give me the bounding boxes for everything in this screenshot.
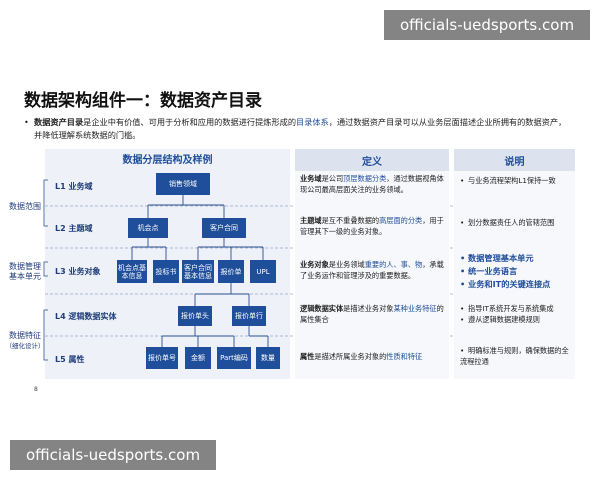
definition-row-business-domain: 业务域是公司顶层数据分类，通过数据视角体现公司最高层面关注的业务领域。 [300,174,446,195]
side-label-feature: 数据特征 （细化设计） [2,331,48,351]
def-term: 业务域 [300,174,322,183]
def-highlight: 顶层数据分类 [343,174,387,183]
note-text: 数据管理基本单元 [468,253,534,263]
def-text: 是公司 [321,174,344,183]
node-opportunity-basic-info: 机会点基本信息 [117,260,147,283]
bullet-text-1: 是企业中有价值、可用于分析和应用的数据进行提炼形成的 [83,117,297,127]
slide-title: 数据架构组件一：数据资产目录 [24,91,262,111]
def-highlight: 高层面的分类 [379,216,423,225]
def-term: 主题域 [300,216,322,225]
side-label-mgmt-line1: 数据管理 [9,262,41,271]
definition-row-logical-entity: 逻辑数据实体是描述业务对象某种业务特征的属性集合 [300,304,446,325]
header-description: 说明 [454,149,575,171]
note-text: 划分数据责任人的管辖范围 [468,218,555,227]
side-label-mgmt: 数据管理 基本单元 [4,262,46,282]
watermark-top: officials-uedsports.com [384,10,590,40]
def-highlight: 某种业务特征 [393,304,437,313]
note-dot: • [460,266,466,276]
note-text: 指导IT系统开发与系统集成 [468,304,554,313]
definition-column-bg [295,171,449,379]
level-label-l1: L1 业务域 [55,182,93,191]
bullet-text-2: ，通过数据资产目录可以从业务层面描述企业所拥有的数据资产，并降低理解系统数据的门… [34,117,567,140]
note-text: 统一业务语言 [468,266,518,276]
note-item: •数据管理基本单元 [460,252,574,265]
note-text: 明确标准与规则，确保数据的全流程拉通 [460,346,569,366]
def-highlight: 性质和特征 [386,352,423,361]
node-amount: 金额 [185,347,211,369]
node-sales-domain: 销售领域 [156,173,210,195]
description-row-business-object: •数据管理基本单元 •统一业务语言 •业务和IT的关键连接点 [460,252,574,291]
bullet-dot: • [24,117,29,127]
bullet-term: 数据资产目录 [34,117,84,127]
description-row-attribute: •明确标准与规则，确保数据的全流程拉通 [460,346,572,367]
definition-row-subject-domain: 主题域是互不重叠数据的高层面的分类，用于管理其下一级的业务对象。 [300,216,446,237]
note-dot: • [460,253,466,263]
def-term: 业务对象 [300,260,329,269]
definition-row-business-object: 业务对象是业务领域重要的人、事、物，承载了业务运作和管理涉及的重要数据。 [300,260,446,281]
side-label-mgmt-line2: 基本单元 [9,272,41,281]
description-row-subject-domain: •划分数据责任人的管辖范围 [460,218,570,229]
level-label-l4: L4 逻辑数据实体 [55,312,117,321]
def-text: 是描述所属业务对象的 [314,352,387,361]
description-column-bg [454,171,575,379]
description-row-business-domain: •与业务流程架构L1保持一致 [460,176,570,187]
side-label-feature-line1: 数据特征 [9,331,41,340]
bullet-highlight: 目录体系 [296,117,329,127]
node-opportunity: 机会点 [128,218,168,238]
note-dot: • [460,218,465,227]
side-label-scope: 数据范围 [9,202,41,211]
level-label-l3: L3 业务对象 [55,267,101,276]
def-text: ，用于管理其下一级的业务对象。 [300,216,444,236]
note-text: 遵从逻辑数据建模规则 [468,314,540,324]
def-term: 属性 [300,352,315,361]
note-item: •业务和IT的关键连接点 [460,278,574,291]
node-upl: UPL [250,260,276,283]
level-label-l2: L2 主题域 [55,224,93,233]
definition-row-attribute: 属性是描述所属业务对象的性质和特征 [300,352,450,363]
note-item: •指导IT系统开发与系统集成 [460,304,572,315]
node-quotation: 报价单 [218,260,244,283]
node-part-code: Part编码 [217,347,251,369]
note-item: •统一业务语言 [460,265,574,278]
side-label-feature-line2: （细化设计） [5,342,45,350]
node-quotation-header: 报价单头 [178,306,212,326]
page-number: 8 [34,386,38,393]
def-text: 的属性集合 [300,304,444,324]
def-text: 是互不重叠数据的 [321,216,380,225]
note-text: 与业务流程架构L1保持一致 [468,176,556,185]
description-row-logical-entity: •指导IT系统开发与系统集成 •遵从逻辑数据建模规则 [460,304,572,325]
note-dot: • [460,279,466,289]
note-dot: • [460,176,465,185]
intro-bullet: • 数据资产目录是企业中有价值、可用于分析和应用的数据进行提炼形成的目录体系，通… [24,116,574,141]
def-term: 逻辑数据实体 [300,304,344,313]
diagram-title: 数据分层结构及样例 [122,155,213,166]
def-text: ，通过数据视角体现公司最高层面关注的业务领域。 [300,174,444,194]
def-text: ，承载了业务运作和管理涉及的重要数据。 [300,260,444,280]
note-text: 业务和IT的关键连接点 [468,279,551,289]
note-item: •遵从逻辑数据建模规则 [460,315,572,326]
note-dot: • [460,304,465,313]
note-dot: • [460,314,465,324]
node-customer-contract: 客户合同 [202,218,246,238]
note-dot: • [460,346,465,355]
level-label-l5: L5 属性 [55,355,85,364]
node-quotation-line: 报价单行 [232,306,266,326]
node-quotation-number: 报价单号 [146,347,178,369]
def-highlight: 重要的人、事、物 [364,260,423,269]
node-contract-basic-info: 客户合同基本信息 [182,260,214,283]
node-tender: 投标书 [153,260,179,283]
header-definition: 定义 [295,149,449,171]
def-text: 是描述业务对象 [343,304,394,313]
def-text: 是业务领域 [328,260,365,269]
watermark-bottom: officials-uedsports.com [10,440,216,470]
node-quantity: 数量 [256,347,280,369]
